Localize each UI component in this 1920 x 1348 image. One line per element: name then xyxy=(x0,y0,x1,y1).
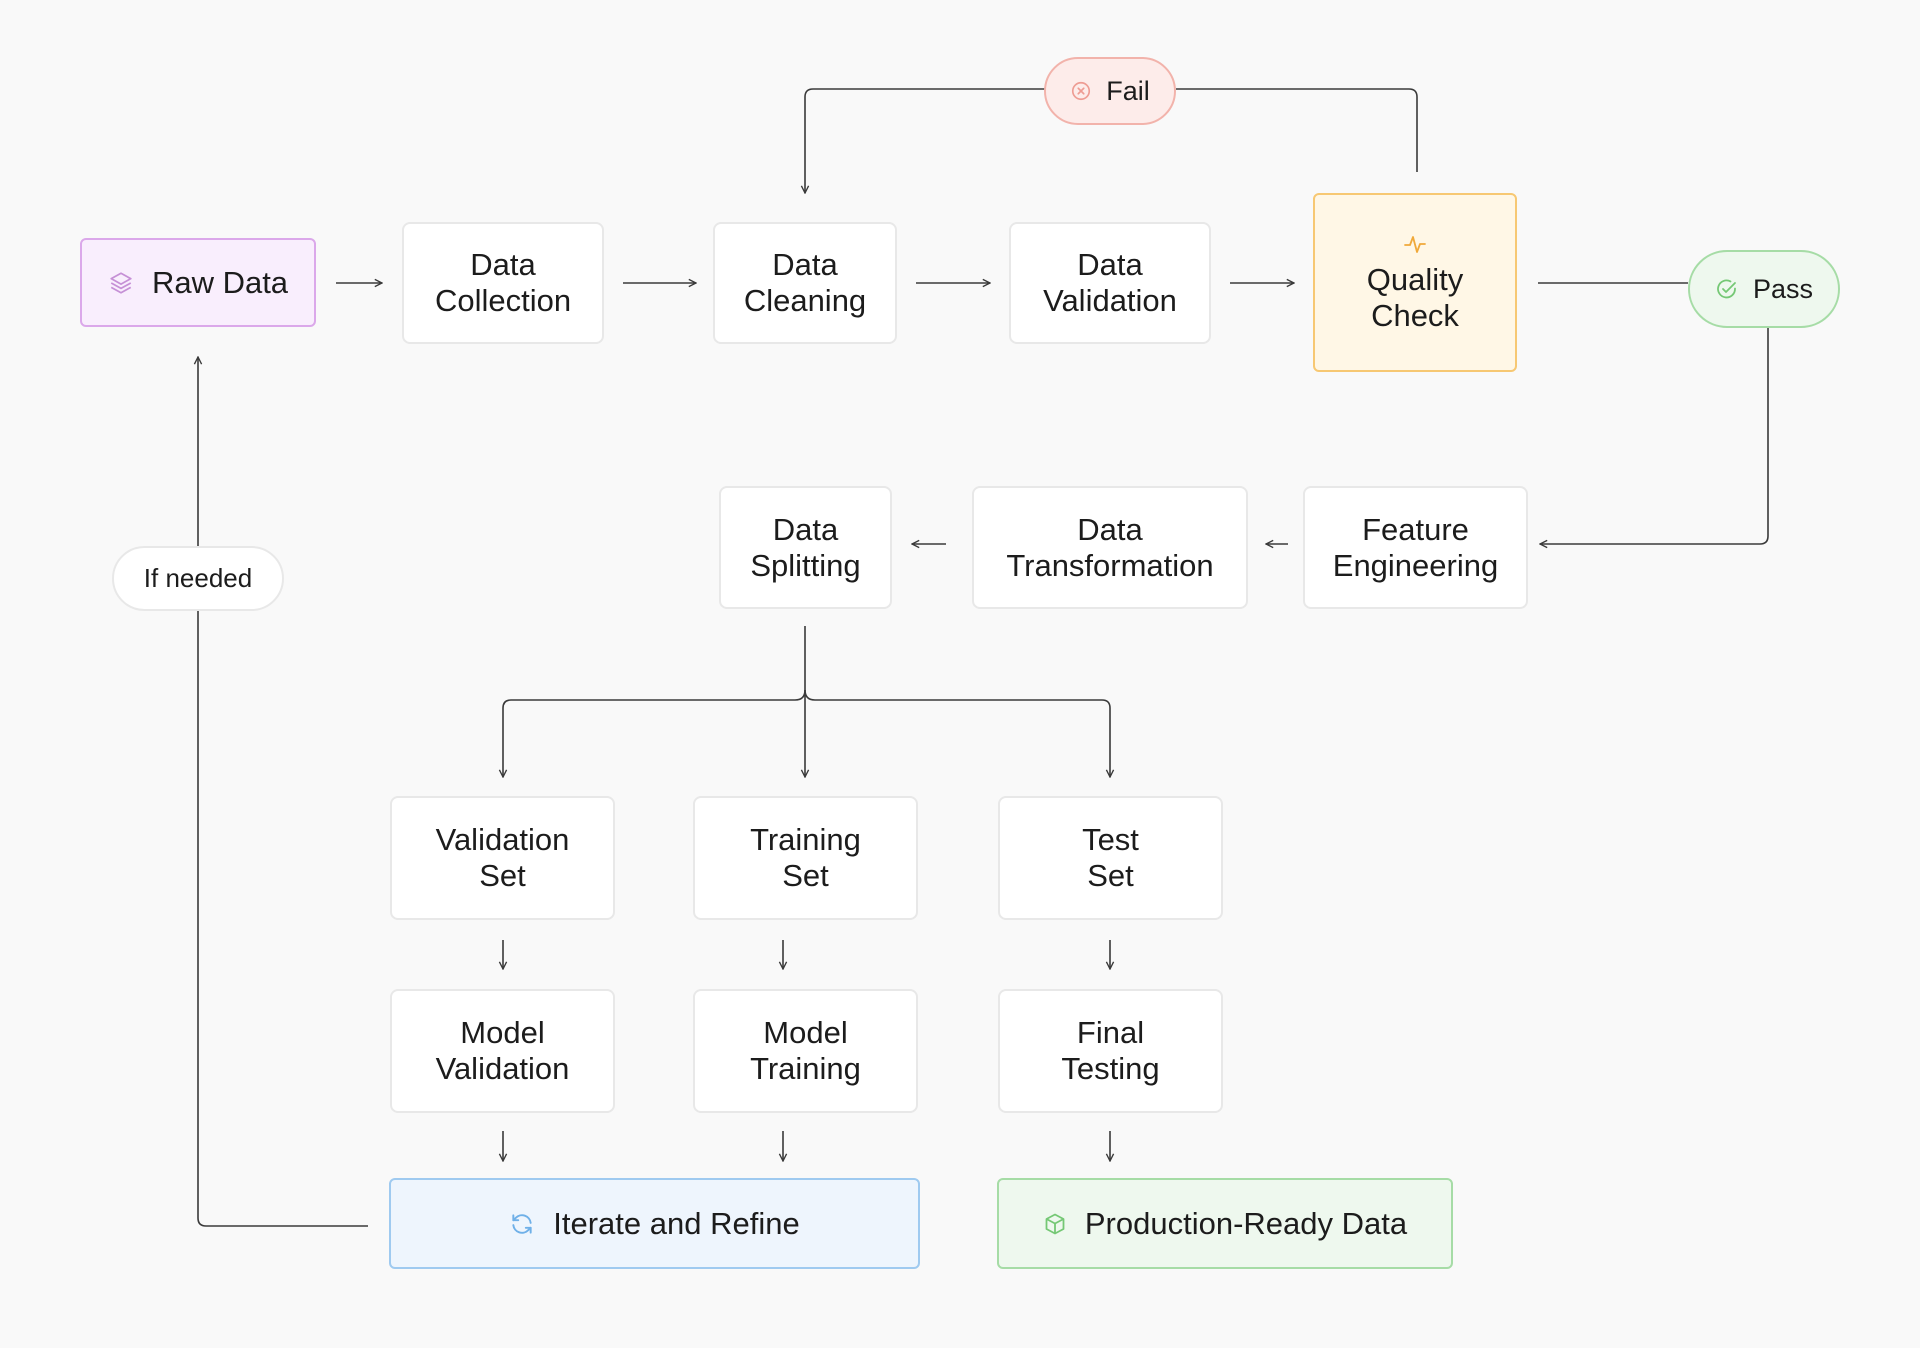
model-training-node[interactable]: Model Training xyxy=(693,989,918,1113)
iterate-refine-label: Iterate and Refine xyxy=(553,1205,800,1241)
cube-icon xyxy=(1043,1212,1067,1236)
feature-engineering-line1: Feature xyxy=(1362,511,1469,547)
data-splitting-line2: Splitting xyxy=(750,547,861,583)
data-transformation-line1: Data xyxy=(1077,511,1143,547)
quality-check-node[interactable]: Quality Check xyxy=(1313,193,1517,372)
edge-fail-to-cleaning xyxy=(805,88,1045,193)
edge-splitting-to-test-set xyxy=(804,689,1110,777)
data-validation-line1: Data xyxy=(1077,247,1143,282)
fail-label: Fail xyxy=(1044,57,1176,125)
feature-engineering-node[interactable]: Feature Engineering xyxy=(1303,486,1528,609)
edge-pass-to-feature xyxy=(1540,328,1769,544)
raw-data-node[interactable]: Raw Data xyxy=(80,238,316,327)
check-circle-icon xyxy=(1715,277,1739,301)
final-testing-line2: Testing xyxy=(1061,1051,1160,1086)
final-testing-line1: Final xyxy=(1076,1015,1145,1050)
training-set-line1: Training xyxy=(750,822,861,857)
validation-set-line1: Validation xyxy=(435,822,570,857)
model-training-line1: Model xyxy=(763,1015,848,1050)
feature-engineering-line2: Engineering xyxy=(1332,547,1499,583)
pass-label: Pass xyxy=(1688,250,1840,328)
if-needed-text: If needed xyxy=(143,563,253,593)
edge-quality-fail xyxy=(1176,88,1418,172)
test-set-node[interactable]: Test Set xyxy=(998,796,1223,920)
data-cleaning-line1: Data xyxy=(772,247,838,282)
layers-icon xyxy=(108,270,134,296)
training-set-line2: Set xyxy=(782,858,829,893)
fail-text: Fail xyxy=(1106,75,1150,106)
data-collection-line1: Data xyxy=(470,247,536,282)
test-set-line2: Set xyxy=(1087,858,1134,893)
data-splitting-line1: Data xyxy=(772,511,839,547)
edge-iterate-to-if-needed xyxy=(197,611,368,1227)
training-set-node[interactable]: Training Set xyxy=(693,796,918,920)
data-collection-line2: Collection xyxy=(434,283,572,318)
data-validation-line2: Validation xyxy=(1043,283,1177,318)
production-ready-node[interactable]: Production-Ready Data xyxy=(997,1178,1453,1269)
activity-icon xyxy=(1403,232,1427,256)
data-transformation-line2: Transformation xyxy=(1006,547,1214,583)
model-training-line2: Training xyxy=(750,1051,861,1086)
test-set-line1: Test xyxy=(1082,822,1139,857)
final-testing-node[interactable]: Final Testing xyxy=(998,989,1223,1113)
data-validation-node[interactable]: Data Validation xyxy=(1009,222,1211,344)
production-ready-label: Production-Ready Data xyxy=(1084,1205,1408,1241)
quality-check-line1: Quality xyxy=(1366,261,1464,297)
validation-set-node[interactable]: Validation Set xyxy=(390,796,615,920)
raw-data-label: Raw Data xyxy=(151,264,289,300)
data-cleaning-node[interactable]: Data Cleaning xyxy=(713,222,897,344)
pass-text: Pass xyxy=(1752,273,1814,304)
refresh-icon xyxy=(509,1211,535,1237)
data-transformation-node[interactable]: Data Transformation xyxy=(972,486,1248,609)
data-splitting-node[interactable]: Data Splitting xyxy=(719,486,892,609)
data-collection-node[interactable]: Data Collection xyxy=(402,222,604,344)
quality-check-line2: Check xyxy=(1371,297,1459,333)
iterate-refine-node[interactable]: Iterate and Refine xyxy=(389,1178,920,1269)
model-validation-node[interactable]: Model Validation xyxy=(390,989,615,1113)
model-validation-line1: Model xyxy=(460,1015,545,1050)
x-circle-icon xyxy=(1070,80,1092,102)
model-validation-line2: Validation xyxy=(435,1051,570,1086)
data-cleaning-line2: Cleaning xyxy=(743,283,867,318)
edge-splitting-to-validation-set xyxy=(503,689,806,777)
validation-set-line2: Set xyxy=(479,858,526,893)
if-needed-label: If needed xyxy=(112,546,284,611)
